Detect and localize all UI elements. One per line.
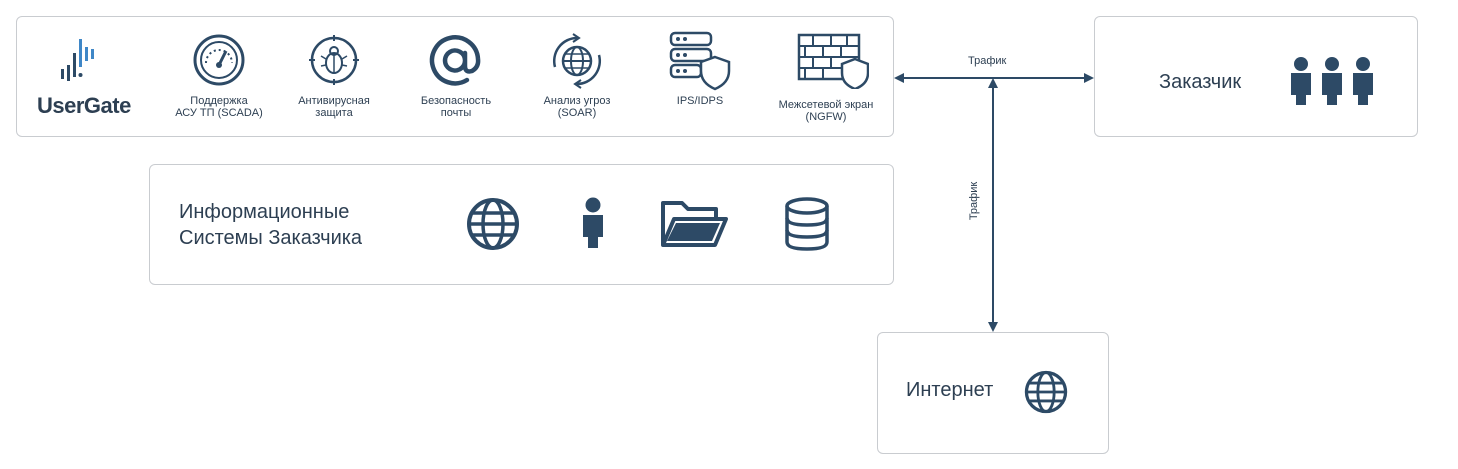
feature-label-ips: IPS/IDPS — [676, 95, 724, 107]
internet-label: Интернет — [906, 379, 994, 401]
feature-label-ngfw: Межсетевой экран (NGFW) — [778, 99, 874, 123]
server-shield-icon — [669, 31, 731, 91]
info-systems-title: Информационные Системы Заказчика — [179, 201, 363, 249]
feature-label-soar: Анализ угроз (SOAR) — [543, 95, 611, 119]
internet-globe-icon — [1024, 370, 1068, 414]
usergate-bars-icon — [61, 39, 97, 85]
info-systems-box: Информационные Системы Заказчика — [149, 164, 894, 285]
folder-icon — [660, 199, 728, 249]
people-icon — [1285, 57, 1381, 107]
gauge-icon — [192, 33, 246, 87]
database-icon — [783, 197, 831, 251]
globe-refresh-icon — [547, 33, 607, 89]
traffic-label-horizontal: Трафик — [968, 55, 1007, 67]
feature-label-antivirus: Антивирусная защита — [298, 95, 370, 119]
usergate-logo-text: UserGate — [37, 93, 131, 118]
at-icon — [427, 33, 483, 89]
traffic-label-vertical: Трафик — [968, 181, 981, 221]
customer-box: Заказчик — [1094, 16, 1418, 137]
bug-icon — [307, 33, 361, 87]
feature-label-scada: Поддержка АСУ ТП (SCADA) — [175, 95, 263, 119]
usergate-panel: UserGate Поддержка АСУ ТП (SCADA) — [16, 16, 894, 137]
globe-icon — [466, 197, 520, 251]
firewall-icon — [797, 33, 869, 89]
customer-label: Заказчик — [1159, 71, 1242, 93]
internet-box: Интернет — [877, 332, 1109, 454]
feature-label-mail: Безопасность почты — [420, 95, 492, 119]
person-icon — [582, 197, 604, 249]
